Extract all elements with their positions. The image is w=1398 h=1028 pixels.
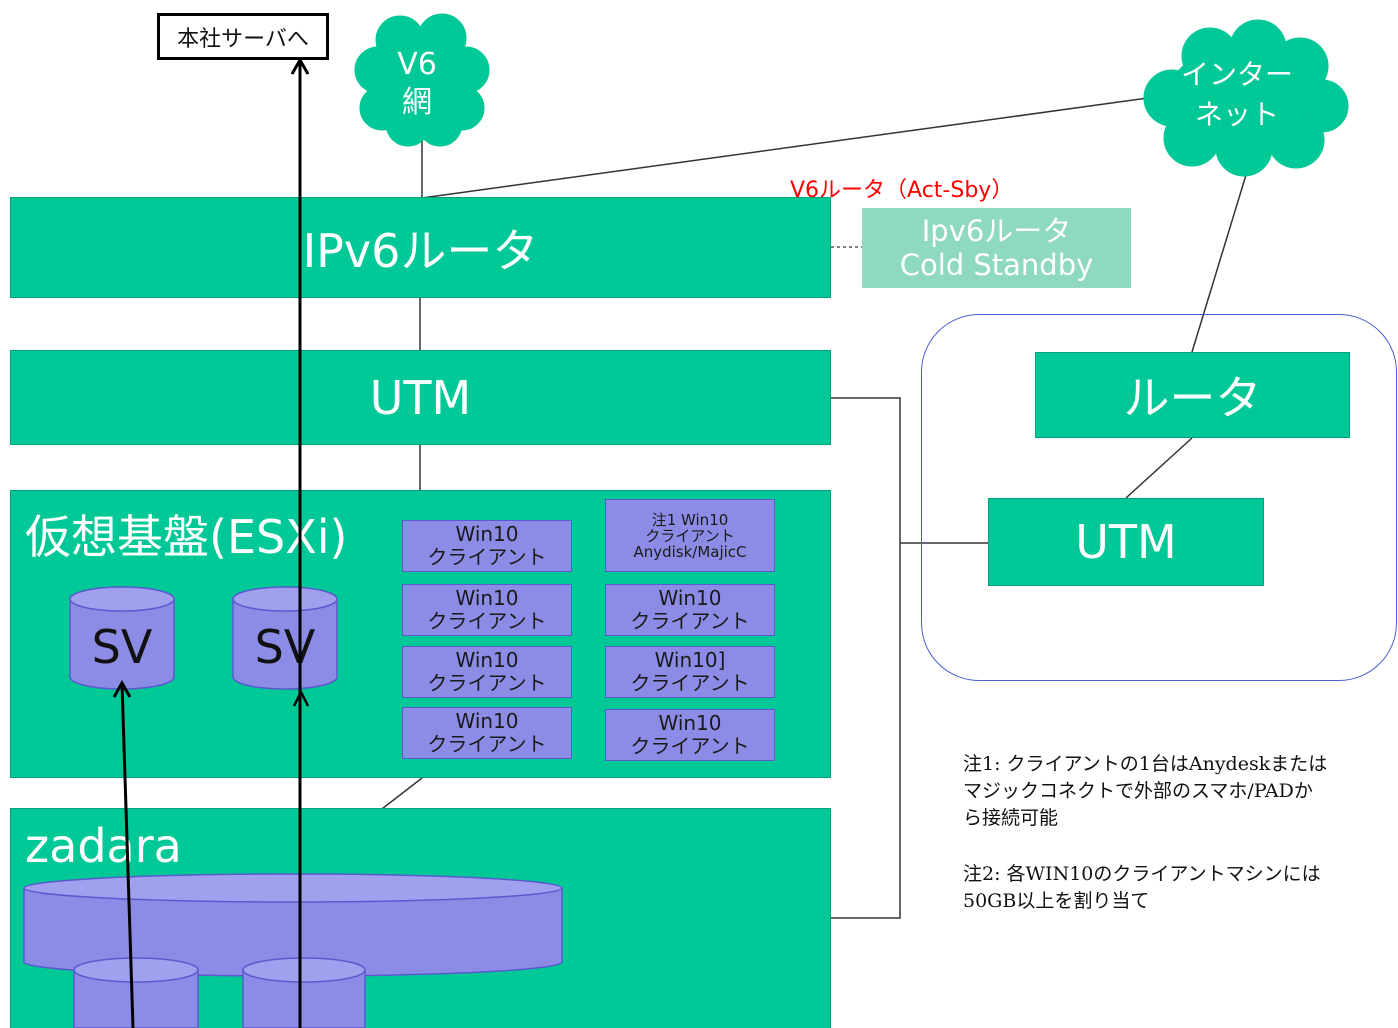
sv-server-1-label: SV <box>92 620 153 674</box>
ipv6-router-block: IPv6ルータ <box>10 197 831 298</box>
vm-client: Win10]クライアント <box>605 646 775 698</box>
remote-router-label: ルータ <box>1123 371 1262 425</box>
v6-cloud-line1: V6 <box>397 47 437 82</box>
remote-utm-label: UTM <box>1075 515 1177 569</box>
internet-cloud-line2: ネット <box>1195 98 1279 131</box>
v6-cloud-icon: V6 網 <box>354 13 490 147</box>
note-2: 注2: 各WIN10のクライアントマシンには 50GB以上を割り当て <box>963 863 1321 912</box>
internet-cloud-icon: インター ネット <box>1143 19 1349 177</box>
zadara-label: zadara <box>25 819 182 873</box>
hq-arrow-head <box>290 56 310 75</box>
utm-label: UTM <box>369 370 472 425</box>
cold-standby-line1: Ipv6ルータ <box>921 214 1072 248</box>
ipv6-router-label: IPv6ルータ <box>302 223 539 278</box>
cold-standby-block: Ipv6ルータ Cold Standby <box>862 208 1131 288</box>
utm-block: UTM <box>10 350 831 445</box>
remote-router-block: ルータ <box>1035 352 1350 438</box>
zadara-volume-1 <box>73 957 199 1028</box>
note-1: 注1: クライアントの1台はAnydeskまたは マジックコネクトで外部のスマホ… <box>963 753 1328 829</box>
internet-to-ipv6-router-line <box>421 97 1149 199</box>
esxi-label: 仮想基盤(ESXi) <box>25 510 348 564</box>
sv-server-2-label: SV <box>255 620 316 674</box>
sv-server-2: SV <box>232 586 338 690</box>
zadara-volume-2 <box>242 957 366 1028</box>
remote-router-to-utm-line <box>1125 437 1193 499</box>
sv2-arrow-head <box>292 689 310 707</box>
remote-site-box <box>921 314 1397 681</box>
cold-standby-line2: Cold Standby <box>899 248 1094 282</box>
internet-to-remote-router-line <box>1191 174 1247 353</box>
hq-server-box: 本社サーバへ <box>157 13 329 60</box>
sv1-arrow-line <box>120 682 135 1028</box>
v6-cloud-line2: 網 <box>402 85 432 120</box>
sv1-arrow-head <box>112 679 132 698</box>
utm-bracket-line <box>831 397 901 919</box>
sv-server-1: SV <box>69 586 175 690</box>
hq-server-label: 本社サーバへ <box>177 26 309 52</box>
internet-cloud-line1: インター <box>1181 58 1293 91</box>
remote-utm-block: UTM <box>988 498 1264 586</box>
zadara-storage-pool <box>23 873 563 977</box>
